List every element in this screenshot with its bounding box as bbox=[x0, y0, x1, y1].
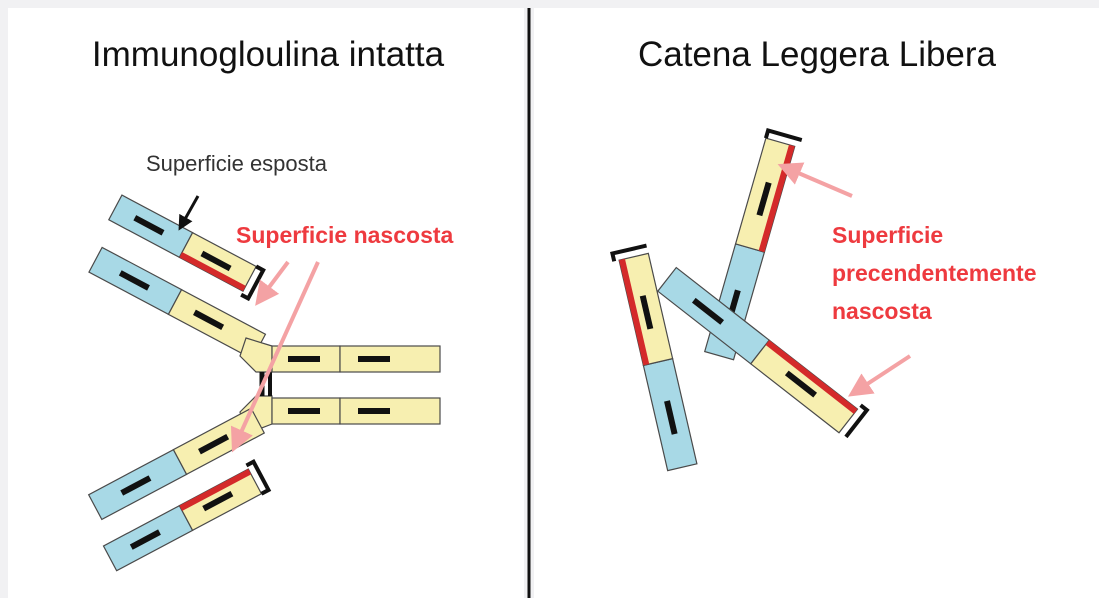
right-title: Catena Leggera Libera bbox=[638, 35, 997, 74]
left-panel bbox=[8, 8, 524, 598]
pointer-arrow-exposed bbox=[178, 195, 200, 231]
upper-light-chain bbox=[107, 194, 266, 302]
hidden-surface-strip bbox=[765, 340, 858, 414]
hidden-surface-strip bbox=[619, 258, 650, 366]
lower-heavy-chain-fab bbox=[87, 407, 266, 521]
free-light-chains: Superficie precendentemente nascosta bbox=[610, 127, 1037, 472]
pointer-arrow-right-lower bbox=[847, 354, 912, 397]
pointer-arrow-hidden-upper bbox=[255, 260, 290, 306]
intact-immunoglobulin: Superficie esposta Superficie nascosta bbox=[87, 151, 454, 572]
label-exposed-surface: Superficie esposta bbox=[146, 151, 328, 176]
label-hidden-surface: Superficie nascosta bbox=[236, 222, 454, 248]
label-previously-hidden-1: Superficie bbox=[832, 222, 943, 248]
fc-upper bbox=[271, 345, 441, 373]
pointer-arrow-hidden-lower bbox=[230, 261, 320, 453]
left-title: Immunogloulina intatta bbox=[92, 35, 445, 74]
label-previously-hidden-3: nascosta bbox=[832, 298, 932, 324]
pointer-arrow-right-upper bbox=[777, 162, 853, 198]
free-light-chain-2 bbox=[610, 243, 698, 472]
fc-lower bbox=[271, 397, 441, 425]
lower-light-chain bbox=[102, 459, 272, 572]
hidden-surface-strip bbox=[179, 252, 246, 292]
free-light-chain-3 bbox=[656, 266, 870, 439]
right-panel bbox=[534, 8, 1099, 598]
label-previously-hidden-2: precendentemente bbox=[832, 260, 1037, 286]
hidden-surface-strip bbox=[179, 469, 252, 511]
